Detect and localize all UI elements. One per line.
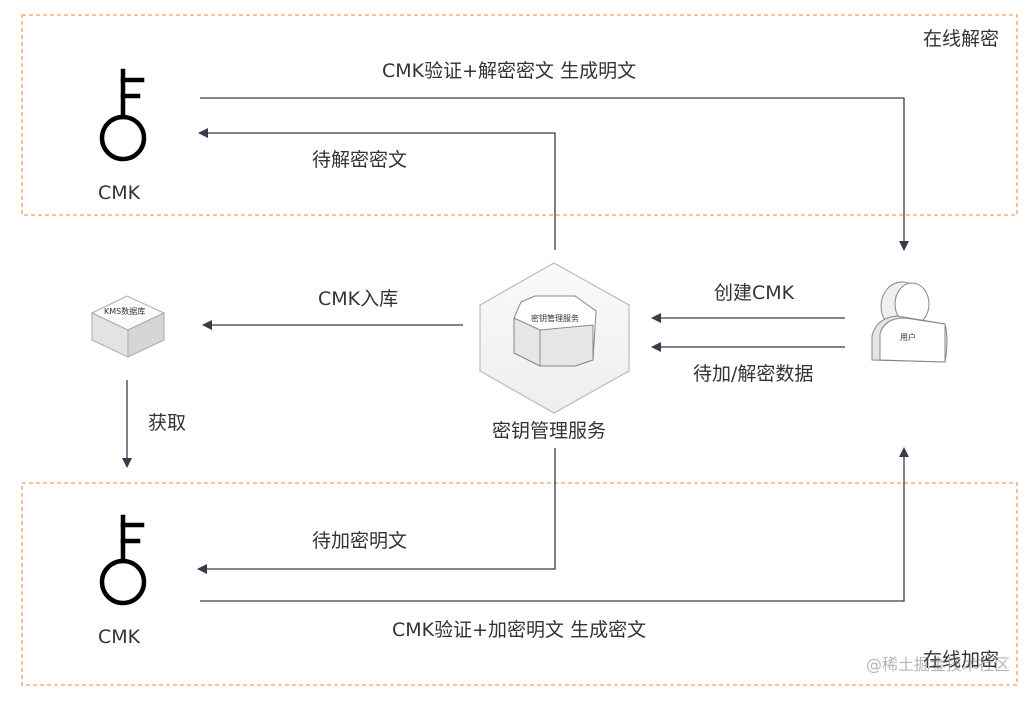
key-icon (99, 68, 147, 162)
pending-plain-label: 待加密明文 (312, 530, 408, 552)
verify-encrypt-label: CMK验证+加密明文 生成密文 (392, 619, 647, 641)
cmk-top-label: CMK (98, 182, 141, 204)
cmk-store-label: CMK入库 (318, 288, 399, 310)
pending-data-label: 待加/解密数据 (693, 363, 814, 385)
kms-database-icon (90, 295, 166, 358)
online-decrypt-region (21, 14, 1018, 216)
fetch-label: 获取 (148, 412, 187, 434)
online-encrypt-region (21, 482, 1018, 686)
kms-service-label: 密钥管理服务 (492, 420, 607, 442)
pending-cipher-label: 待解密密文 (312, 149, 408, 171)
region-online-encrypt-label: 在线加密 (923, 649, 1000, 671)
user-icon-label: 用户 (900, 333, 916, 342)
region-online-decrypt-label: 在线解密 (923, 28, 1000, 50)
kms-db-icon-label: KMS数据库 (104, 307, 146, 316)
user-icon (871, 281, 948, 363)
service-icon-label: 密钥管理服务 (531, 314, 579, 323)
kms-service-icon (479, 262, 630, 414)
verify-decrypt-label: CMK验证+解密密文 生成明文 (382, 60, 637, 82)
watermark: @稀土掘金技术社区 (865, 655, 1010, 674)
create-cmk-label: 创建CMK (714, 282, 795, 304)
cmk-bottom-label: CMK (98, 626, 141, 648)
key-icon (99, 514, 147, 606)
connector-lines (122, 97, 909, 602)
